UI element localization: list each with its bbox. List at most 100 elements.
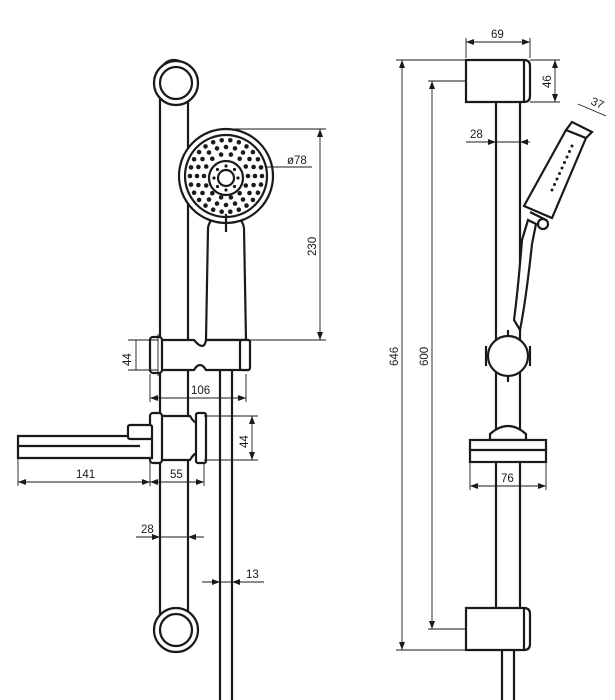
nozzle-dot bbox=[196, 149, 202, 155]
side-slider bbox=[484, 330, 532, 382]
nozzle-dot bbox=[255, 157, 261, 162]
dim-soap-dish-depth-side: 76 bbox=[501, 473, 514, 485]
nozzle-dot bbox=[247, 190, 252, 196]
side-bottom-bracket bbox=[464, 606, 532, 652]
nozzle-pattern bbox=[187, 138, 265, 214]
nozzle-dot bbox=[251, 164, 256, 170]
nozzle-dot bbox=[240, 150, 246, 155]
dim-slider-height: 44 bbox=[122, 353, 134, 366]
front-view: ø78 230 44 106 44 bbox=[16, 58, 326, 700]
nozzle-dot bbox=[255, 190, 261, 195]
nozzle-dot bbox=[250, 197, 256, 203]
nozzle-dot bbox=[243, 164, 249, 169]
dim-handshower-length: 230 bbox=[307, 237, 319, 256]
dim-soap-dish-height: 44 bbox=[239, 435, 251, 448]
nozzle-dot bbox=[200, 190, 205, 196]
nozzle-dot bbox=[218, 195, 224, 200]
nozzle-dot bbox=[215, 167, 220, 172]
side-nozzle-row bbox=[550, 144, 574, 192]
dim-soap-dish-length: 141 bbox=[76, 469, 95, 481]
nozzle-dot bbox=[194, 173, 200, 179]
dim-hose-diameter: 13 bbox=[246, 569, 259, 581]
dim-handshower-head-depth: 37 bbox=[589, 96, 606, 112]
side-nozzle-dot bbox=[565, 155, 569, 159]
nozzle-dot bbox=[237, 156, 242, 162]
nozzle-dot bbox=[251, 182, 256, 188]
nozzle-dot bbox=[232, 167, 237, 172]
nozzle-dot bbox=[188, 165, 194, 170]
side-nozzle-dot bbox=[563, 161, 566, 164]
dim-wall-bracket-width: 69 bbox=[491, 29, 504, 41]
nozzle-dot bbox=[188, 182, 194, 187]
nozzle-dot bbox=[232, 184, 237, 189]
handshower-head bbox=[177, 127, 275, 232]
nozzle-dot bbox=[259, 173, 265, 179]
nozzle-dot bbox=[236, 140, 242, 145]
soap-dish-holder bbox=[148, 411, 208, 465]
nozzle-dot bbox=[203, 183, 209, 188]
nozzle-dot bbox=[191, 157, 197, 162]
dim-rail-diameter-side: 28 bbox=[470, 129, 483, 141]
nozzle-dot bbox=[236, 207, 242, 212]
nozzle-dot bbox=[212, 176, 216, 180]
nozzle-dot bbox=[237, 190, 242, 196]
nozzle-dot bbox=[187, 173, 193, 179]
nozzle-dot bbox=[206, 150, 212, 155]
nozzle-dot bbox=[214, 201, 220, 206]
nozzle-dot bbox=[214, 146, 220, 151]
side-nozzle-dot bbox=[550, 188, 554, 192]
side-handshower bbox=[512, 120, 594, 334]
nozzle-dot bbox=[210, 156, 215, 162]
bottom-wall-bracket bbox=[152, 606, 200, 654]
nozzle-dot bbox=[210, 207, 216, 212]
nozzle-dot bbox=[219, 209, 224, 214]
nozzle-dot bbox=[196, 182, 201, 188]
nozzle-dot bbox=[247, 156, 252, 162]
front-dimensions: ø78 230 44 106 44 bbox=[17, 128, 326, 585]
nozzle-dot bbox=[258, 182, 264, 187]
nozzle-dot bbox=[228, 195, 234, 200]
side-nozzle-dot bbox=[568, 150, 571, 153]
nozzle-dot bbox=[223, 202, 229, 208]
nozzle-dot bbox=[203, 144, 208, 149]
dim-bracket-spacing: 600 bbox=[419, 347, 431, 366]
nozzle-dot bbox=[245, 173, 251, 179]
nozzle-dot bbox=[236, 176, 240, 180]
nozzle-dot bbox=[224, 188, 228, 192]
nozzle-dot bbox=[232, 146, 238, 151]
dim-soap-dish-clamp-width: 55 bbox=[170, 469, 183, 481]
side-nozzle-dot bbox=[553, 183, 556, 186]
nozzle-dot bbox=[219, 138, 224, 143]
nozzle-dot bbox=[196, 164, 201, 170]
dim-wall-bracket-height: 46 bbox=[542, 75, 554, 88]
nozzle-dot bbox=[200, 156, 205, 162]
nozzle-dot bbox=[250, 149, 256, 155]
nozzle-dot bbox=[228, 152, 234, 157]
nozzle-dot bbox=[252, 173, 258, 179]
nozzle-dot bbox=[228, 138, 233, 143]
nozzle-dot bbox=[203, 164, 209, 169]
side-nozzle-dot bbox=[558, 172, 561, 175]
nozzle-dot bbox=[228, 209, 233, 214]
nozzle-dot bbox=[218, 152, 224, 157]
nozzle-dot bbox=[206, 197, 212, 202]
side-nozzle-dot bbox=[555, 177, 559, 181]
nozzle-dot bbox=[243, 183, 249, 188]
nozzle-dot bbox=[215, 184, 220, 189]
nozzle-dot bbox=[244, 144, 249, 149]
nozzle-dot bbox=[240, 197, 246, 202]
nozzle-dot bbox=[258, 165, 264, 170]
soap-dish bbox=[16, 423, 154, 460]
nozzle-dot bbox=[232, 201, 238, 206]
side-top-bracket bbox=[464, 58, 532, 104]
side-nozzle-dot bbox=[560, 166, 564, 170]
side-nozzle-dot bbox=[570, 144, 574, 148]
nozzle-dot bbox=[203, 203, 208, 208]
nozzle-dot bbox=[223, 144, 229, 150]
shower-slider bbox=[148, 334, 252, 376]
side-dimensions: 69 46 37 28 646 bbox=[389, 29, 607, 651]
nozzle-dot bbox=[224, 164, 228, 168]
handshower-handle bbox=[204, 213, 248, 342]
side-soap-dish bbox=[468, 424, 548, 464]
